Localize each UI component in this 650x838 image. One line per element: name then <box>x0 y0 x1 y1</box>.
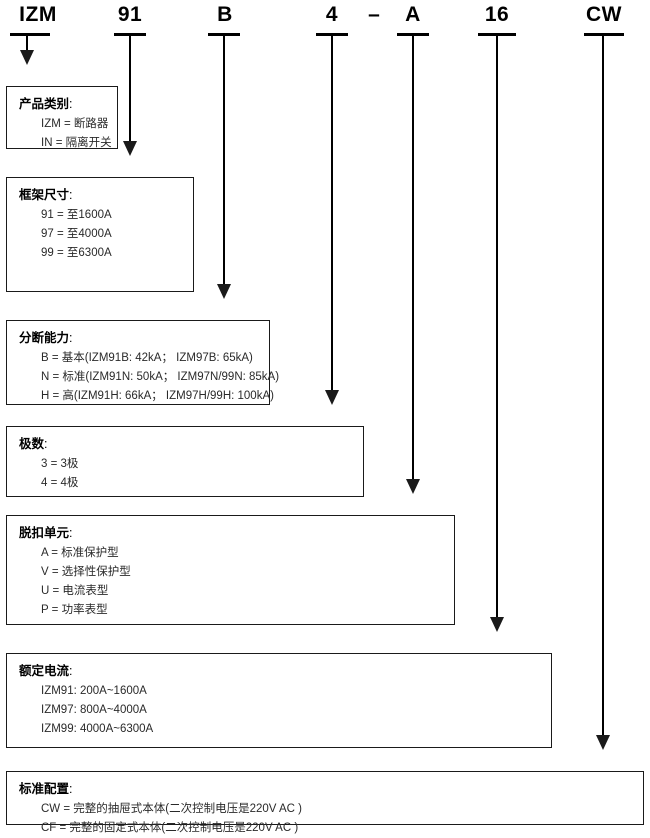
code-segment-6: 16 <box>484 3 510 26</box>
code-underline-5 <box>397 33 429 36</box>
option-item: 99 = 至6300A <box>41 247 112 259</box>
option-list-pole-count: 3 = 3极 4 = 4极 <box>19 455 353 493</box>
box-title-breaking-capacity: 分断能力: <box>19 330 259 347</box>
option-item: 97 = 至4000A <box>41 228 112 240</box>
box-title-text: 额定电流 <box>19 664 70 678</box>
connector-line-frame-size <box>129 36 131 141</box>
option-item: U = 电流表型 <box>41 585 109 597</box>
option-item: 91 = 至1600A <box>41 209 112 221</box>
box-title-rated-current: 额定电流: <box>19 663 541 680</box>
code-underline-2 <box>114 33 146 36</box>
arrow-head-rated-current <box>489 617 504 632</box>
box-title-colon: : <box>69 782 73 796</box>
option-item: A = 标准保护型 <box>41 547 119 559</box>
box-title-text: 分断能力 <box>19 331 70 345</box>
box-title-frame-size: 框架尺寸: <box>19 187 183 204</box>
arrow-head-pole-count <box>324 390 339 405</box>
code-segment-3: B <box>217 3 233 26</box>
code-segment-7: CW <box>586 3 622 26</box>
connector-line-breaking-capacity <box>223 36 225 284</box>
connector-line-pole-count <box>331 36 333 390</box>
connector-line-rated-current <box>496 36 498 617</box>
connector-line-standard-configuration <box>602 36 604 735</box>
option-item: IZM99: 4000A~6300A <box>41 723 154 735</box>
option-item: CW = 完整的抽屉式本体(二次控制电压是220V AC ) <box>41 803 303 815</box>
option-list-rated-current: IZM91: 200A~1600A IZM97: 800A~4000A IZM99:… <box>19 682 541 739</box>
connector-line-product-category <box>26 36 28 50</box>
option-list-trip-unit: A = 标准保护型 V = 选择性保护型 U = 电流表型 P = 功率表型 <box>19 544 444 620</box>
box-title-pole-count: 极数: <box>19 436 353 453</box>
box-pole-count: 极数: 3 = 3极 4 = 4极 <box>6 426 364 497</box>
option-item: IZM = 断路器 <box>41 118 109 130</box>
option-item: CF = 完整的固定式本体(二次控制电压是220V AC ) <box>41 822 299 834</box>
box-title-trip-unit: 脱扣单元: <box>19 525 444 542</box>
code-underline-6 <box>478 33 516 36</box>
box-breaking-capacity: 分断能力: B = 基本(IZM91B: 42kA； IZM97B: 65kA) N… <box>6 320 280 406</box>
option-item: IN = 隔离开关 <box>41 137 112 149</box>
box-trip-unit: 脱扣单元: A = 标准保护型 V = 选择性保护型 U = 电流表型 P = 功率表型 <box>6 515 455 625</box>
option-item: IZM97: 800A~4000A <box>41 704 147 716</box>
connector-line-trip-unit <box>412 36 414 479</box>
option-item: 4 = 4极 <box>41 477 79 489</box>
arrow-head-trip-unit <box>405 479 420 494</box>
arrow-head-product-category <box>19 50 34 65</box>
box-product-category: 产品类别: IZM = 断路器 IN = 隔离开关 <box>6 86 118 149</box>
option-item: V = 选择性保护型 <box>41 566 131 578</box>
option-item: 3 = 3极 <box>41 458 79 470</box>
option-item: P = 功率表型 <box>41 604 108 616</box>
code-underline-7 <box>584 33 624 36</box>
option-item: N = 标准(IZM91N: 50kA； IZM97N/99N: 85kA) <box>41 371 280 383</box>
option-item: IZM91: 200A~1600A <box>41 685 147 697</box>
box-title-text: 标准配置 <box>19 782 70 796</box>
code-segment-1: IZM <box>19 3 57 26</box>
option-list-standard-configuration: CW = 完整的抽屉式本体(二次控制电压是220V AC ) CF = 完整的固定… <box>19 800 633 838</box>
code-segment-2: 91 <box>117 3 143 26</box>
box-title-colon: : <box>44 437 48 451</box>
box-title-text: 极数 <box>19 437 45 451</box>
box-title-colon: : <box>69 526 73 540</box>
arrow-head-frame-size <box>122 141 137 156</box>
code-underline-3 <box>208 33 240 36</box>
box-title-product-category: 产品类别: <box>19 96 107 113</box>
box-title-colon: : <box>69 97 73 111</box>
box-title-text: 脱扣单元 <box>19 526 70 540</box>
arrow-head-standard-configuration <box>595 735 610 750</box>
option-list-product-category: IZM = 断路器 IN = 隔离开关 <box>19 115 112 153</box>
option-item: H = 高(IZM91H: 66kA； IZM97H/99H: 100kA) <box>41 390 274 402</box>
box-title-colon: : <box>69 188 73 202</box>
box-standard-configuration: 标准配置: CW = 完整的抽屉式本体(二次控制电压是220V AC ) CF = … <box>6 771 644 834</box>
option-list-frame-size: 91 = 至1600A 97 = 至4000A 99 = 至6300A <box>19 206 183 263</box>
option-list-breaking-capacity: B = 基本(IZM91B: 42kA； IZM97B: 65kA) N = 标准… <box>19 349 280 406</box>
box-title-text: 框架尺寸 <box>19 188 70 202</box>
code-underline-1 <box>10 33 50 36</box>
code-underline-4 <box>316 33 348 36</box>
code-segment-4: 4 <box>325 3 339 26</box>
code-separator-dash: – <box>368 3 380 26</box>
box-title-colon: : <box>69 331 73 345</box>
code-segment-5: A <box>405 3 421 26</box>
box-title-colon: : <box>69 664 73 678</box>
arrow-head-breaking-capacity <box>216 284 231 299</box>
box-frame-size: 框架尺寸: 91 = 至1600A 97 = 至4000A 99 = 至6300A <box>6 177 194 292</box>
box-title-standard-configuration: 标准配置: <box>19 781 633 798</box>
option-item: B = 基本(IZM91B: 42kA； IZM97B: 65kA) <box>41 352 253 364</box>
box-title-text: 产品类别 <box>19 97 70 111</box>
